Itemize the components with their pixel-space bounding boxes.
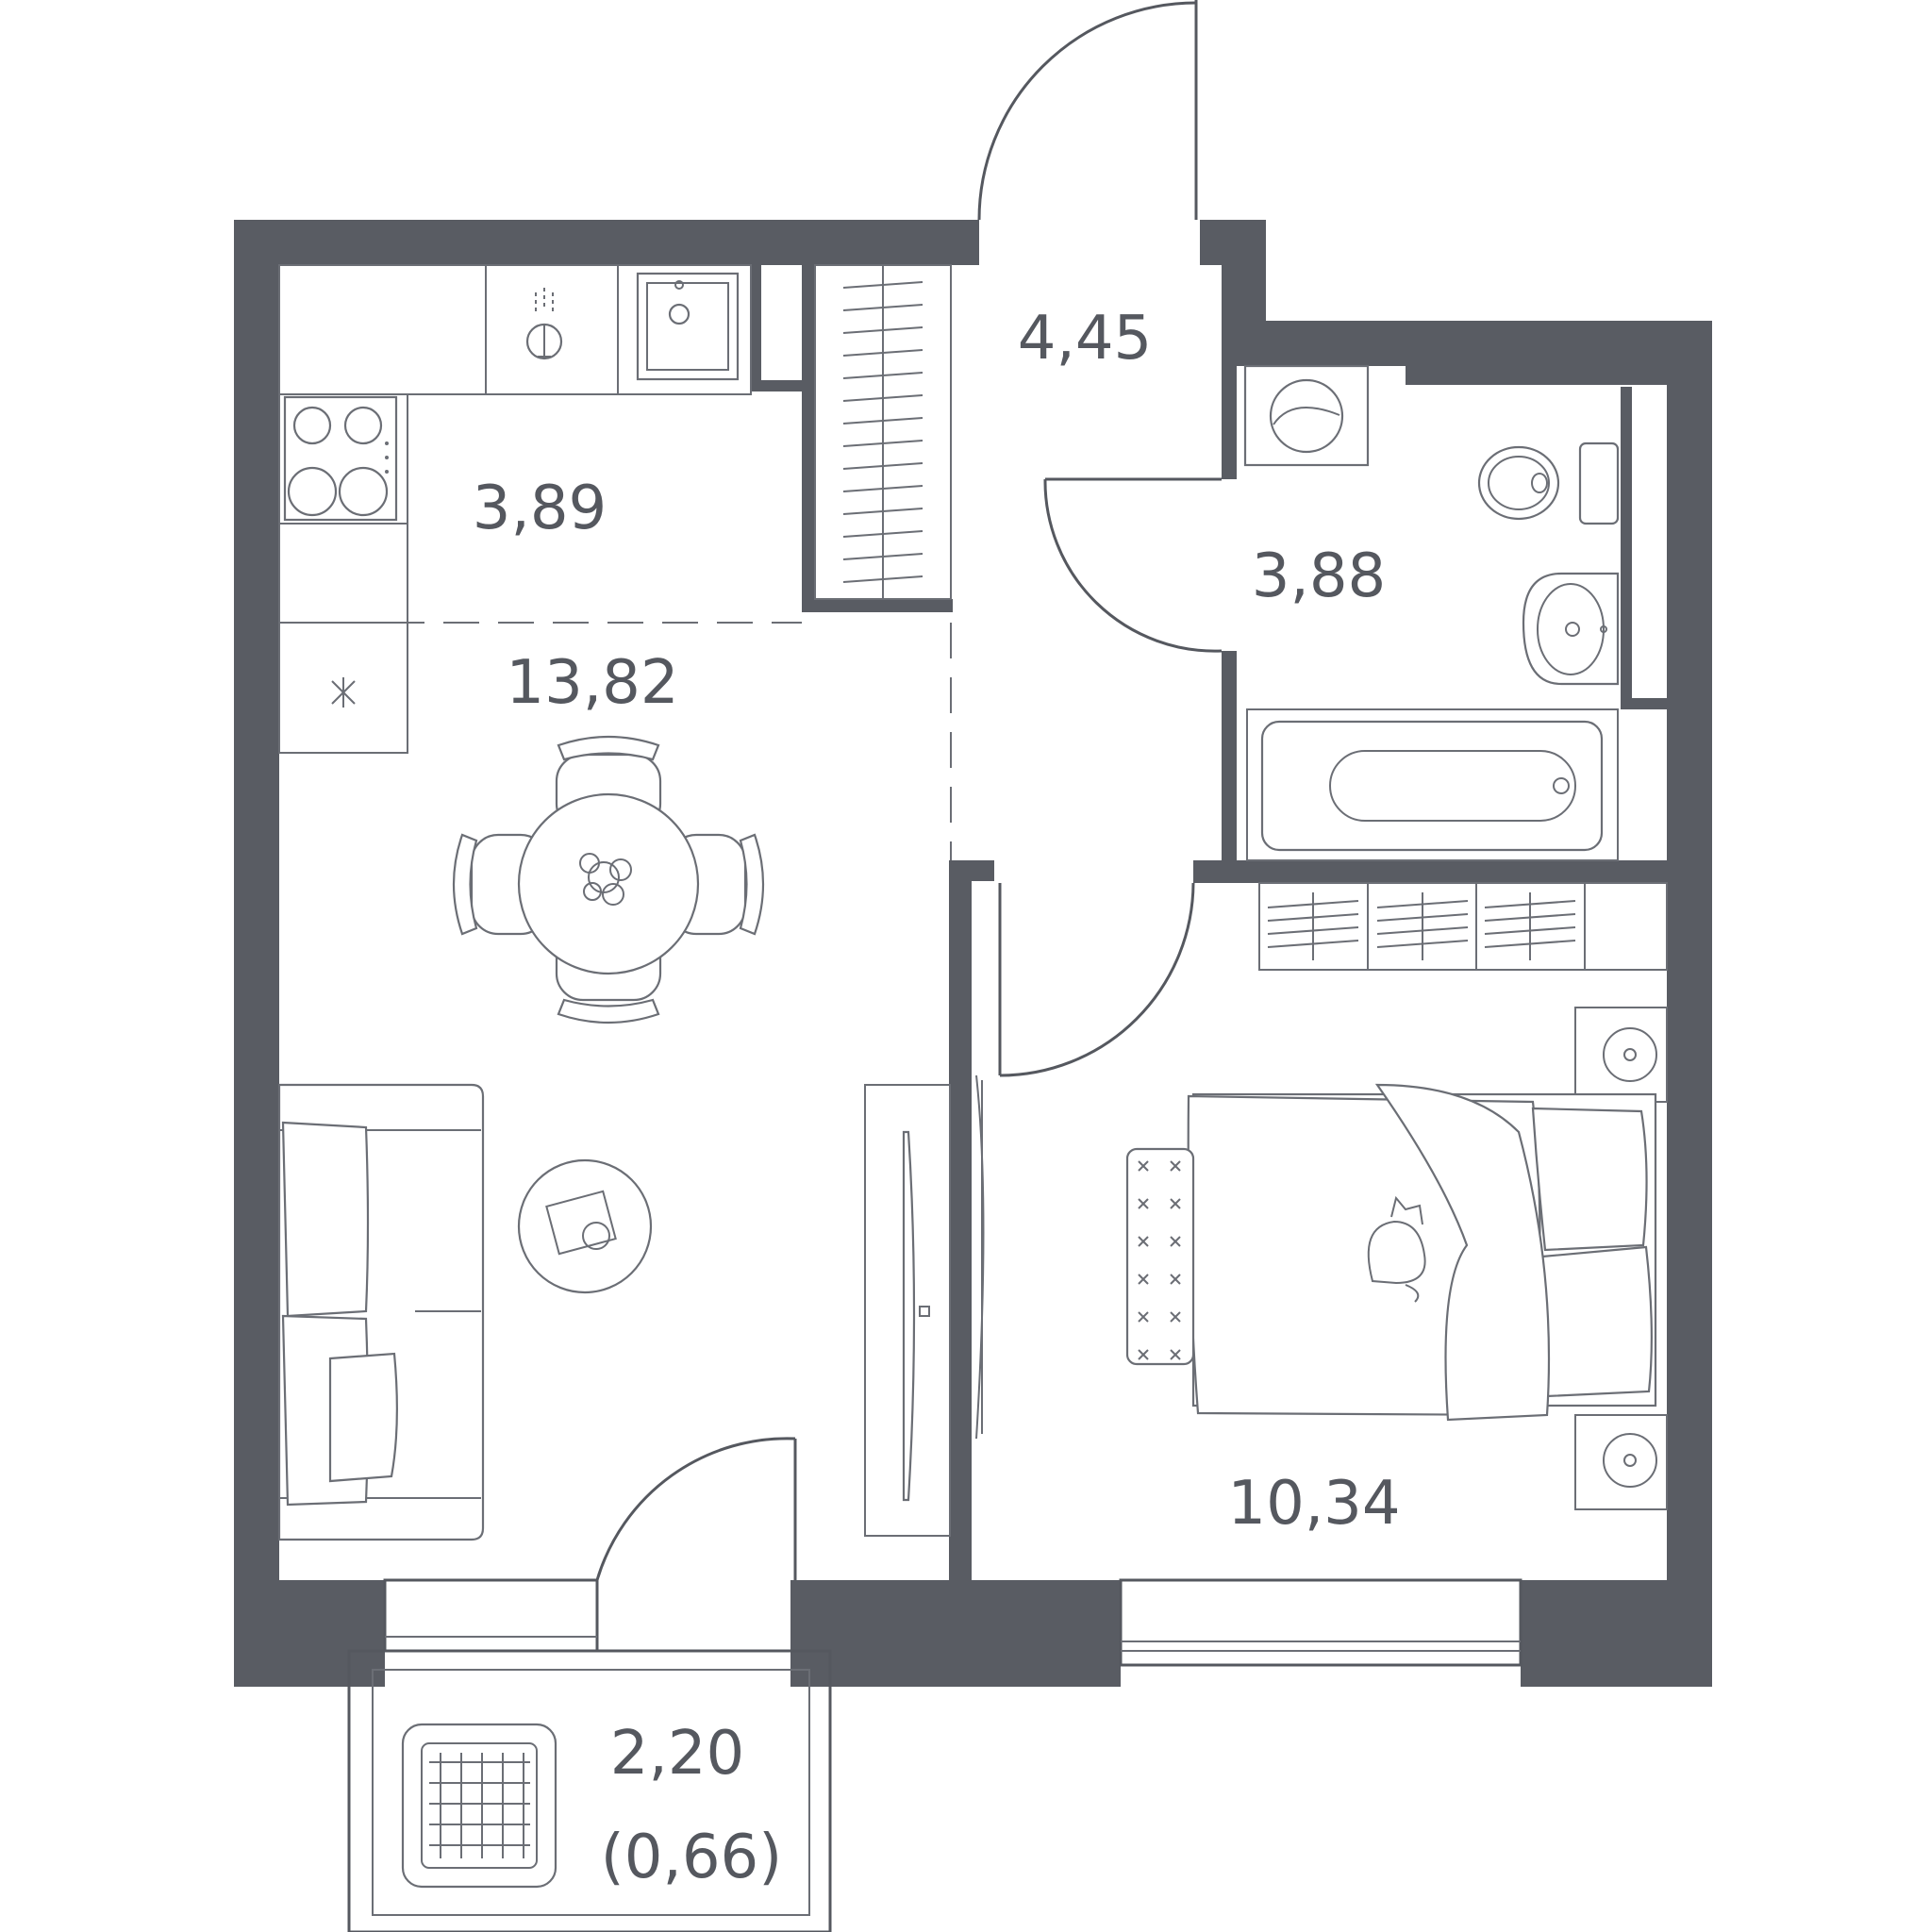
nightstand-icon	[1574, 1007, 1668, 1510]
area-bathroom: 3,88	[1252, 541, 1387, 611]
kitchen-counter	[278, 264, 752, 754]
cat-icon	[1367, 1195, 1426, 1303]
area-balcony: 2,20	[610, 1719, 745, 1789]
laundry-basket-icon	[401, 1723, 557, 1889]
bedroom-wardrobe	[1258, 882, 1668, 971]
toilet-icon	[1477, 441, 1620, 525]
fridge-icon	[331, 677, 356, 708]
area-hall: 4,45	[1018, 304, 1153, 374]
dishwasher-icon	[525, 288, 563, 360]
bedroom-mirror	[975, 1074, 985, 1440]
area-living: 13,82	[506, 648, 678, 718]
windows	[383, 1578, 1522, 1667]
washbasin-icon	[1522, 572, 1620, 686]
coffee-table-icon	[517, 1158, 653, 1294]
area-bedroom: 10,34	[1227, 1469, 1400, 1539]
stove-icon	[283, 395, 398, 522]
walls	[234, 220, 1712, 1687]
bed-icon	[1125, 1083, 1657, 1422]
sink-icon	[636, 272, 740, 381]
doors	[595, 0, 1223, 1581]
balcony	[347, 1649, 832, 1932]
area-balcony-reduced: (0,66)	[601, 1823, 782, 1892]
sofa-icon	[277, 1083, 485, 1541]
washing-machine-icon	[1243, 364, 1370, 467]
plant-icon	[579, 853, 632, 906]
bathtub-icon	[1246, 708, 1619, 861]
dining-table-icon	[452, 735, 765, 1024]
area-kitchen: 3,89	[473, 474, 607, 543]
tv-icon	[864, 1084, 951, 1537]
wardrobe-icon	[814, 264, 952, 600]
